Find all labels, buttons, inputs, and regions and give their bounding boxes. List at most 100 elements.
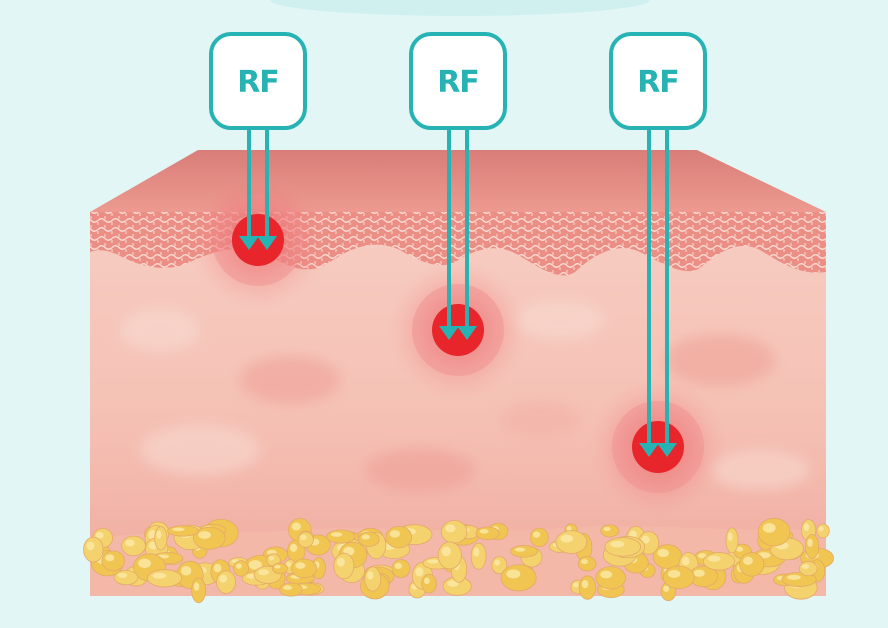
- fat-cell-highlight: [441, 546, 451, 557]
- dermis-texture: [120, 300, 810, 492]
- fat-cell-highlight: [506, 569, 521, 579]
- fat-cell-highlight: [268, 555, 275, 561]
- fat-cell-highlight: [125, 539, 135, 547]
- fat-cell: [577, 556, 597, 572]
- fat-cell: [364, 566, 382, 592]
- fat-cell: [555, 530, 588, 554]
- fat-cell-highlight: [762, 523, 776, 533]
- fat-cell: [191, 577, 207, 604]
- fat-cell-highlight: [330, 532, 343, 537]
- fat-cell: [739, 552, 765, 577]
- fat-cell: [101, 550, 125, 572]
- fat-cell-highlight: [667, 570, 681, 578]
- fat-cell-highlight: [818, 526, 824, 532]
- fat-cell: [600, 524, 620, 538]
- fat-cell: [391, 559, 411, 578]
- fat-cell-highlight: [95, 531, 104, 539]
- fat-cell: [147, 569, 183, 588]
- fat-cell-highlight: [295, 562, 306, 569]
- fat-cell: [154, 526, 168, 551]
- fat-cell-highlight: [560, 534, 573, 543]
- fat-cell: [804, 533, 820, 559]
- fat-cell-highlight: [447, 580, 459, 587]
- fat-cell: [529, 527, 549, 548]
- fat-cell-highlight: [787, 574, 801, 580]
- fat-cell-highlight: [180, 565, 192, 576]
- heat-spot-icon: [388, 260, 528, 400]
- fat-cell-highlight: [693, 569, 705, 577]
- fat-cell: [725, 527, 739, 554]
- fat-cell-highlight: [427, 559, 439, 564]
- fat-cell-highlight: [663, 585, 670, 592]
- fat-cell: [470, 542, 487, 570]
- down-arrow-icon: [239, 126, 277, 250]
- probe-label: RF: [437, 65, 479, 100]
- fat-cell-highlight: [532, 531, 541, 538]
- fat-cell: [167, 525, 199, 537]
- fat-cell-highlight: [172, 527, 185, 532]
- fat-cell-highlight: [580, 559, 589, 565]
- fat-cell-highlight: [801, 563, 810, 569]
- fat-cell: [385, 525, 413, 549]
- fat-cell-highlight: [708, 555, 721, 562]
- probe-box-icon: RF: [409, 32, 507, 130]
- probe-box-icon: RF: [209, 32, 307, 130]
- fat-cell-highlight: [117, 572, 128, 578]
- rf-probe-2: RF: [388, 32, 528, 400]
- fat-cell-highlight: [274, 565, 281, 569]
- fat-cell-highlight: [735, 546, 744, 552]
- heat-spot-icon: [188, 170, 328, 310]
- fat-cell: [798, 561, 818, 577]
- fat-cell: [279, 582, 303, 597]
- rf-probe-3: RF: [588, 32, 728, 517]
- fat-cell-highlight: [336, 557, 345, 567]
- fat-cell-highlight: [389, 530, 401, 538]
- fat-cell-highlight: [290, 543, 298, 552]
- fat-cell: [437, 541, 462, 570]
- fat-cell-highlight: [445, 524, 456, 533]
- fat-cell-highlight: [423, 577, 430, 585]
- fat-cell-highlight: [415, 567, 424, 577]
- fat-cell-highlight: [573, 582, 579, 588]
- fat-cell: [475, 526, 500, 541]
- fat-cell-highlight: [300, 534, 307, 541]
- fat-cell-highlight: [581, 579, 589, 589]
- fat-cell-highlight: [657, 548, 669, 558]
- fat-cell-highlight: [86, 541, 95, 551]
- fat-cell-highlight: [213, 563, 222, 573]
- fat-cell: [604, 537, 642, 557]
- fat-cell-highlight: [473, 547, 480, 557]
- fat-cell-highlight: [367, 571, 374, 580]
- fat-cell: [121, 535, 146, 557]
- fat-cell-highlight: [283, 585, 293, 590]
- fat-cell: [757, 517, 791, 547]
- fat-cell-highlight: [198, 531, 211, 539]
- probe-label: RF: [637, 65, 679, 100]
- fat-cell-highlight: [610, 540, 625, 548]
- fat-cell: [297, 531, 314, 548]
- fat-cell: [702, 552, 735, 571]
- fat-cell: [326, 529, 356, 544]
- fat-cell: [271, 562, 289, 575]
- fat-layer: [83, 517, 834, 604]
- fat-cell: [113, 569, 139, 586]
- fat-cell-highlight: [235, 563, 242, 569]
- rf-probe-1: RF: [188, 32, 328, 310]
- fat-cell-highlight: [361, 534, 370, 540]
- fat-cell-highlight: [248, 560, 262, 570]
- fat-cell: [83, 536, 104, 563]
- fat-cell-highlight: [138, 558, 152, 569]
- fat-cell: [233, 560, 249, 577]
- fat-cell-highlight: [727, 532, 733, 541]
- fat-cell-highlight: [291, 522, 301, 531]
- fat-cell: [816, 523, 830, 539]
- fat-cell-highlight: [156, 530, 162, 539]
- fat-cell: [441, 520, 468, 544]
- fat-cell-highlight: [743, 556, 753, 565]
- probe-label: RF: [237, 65, 279, 100]
- fat-cell: [358, 531, 380, 547]
- fat-cell-highlight: [479, 529, 489, 534]
- fat-cell: [333, 552, 355, 580]
- fat-cell-highlight: [514, 547, 526, 552]
